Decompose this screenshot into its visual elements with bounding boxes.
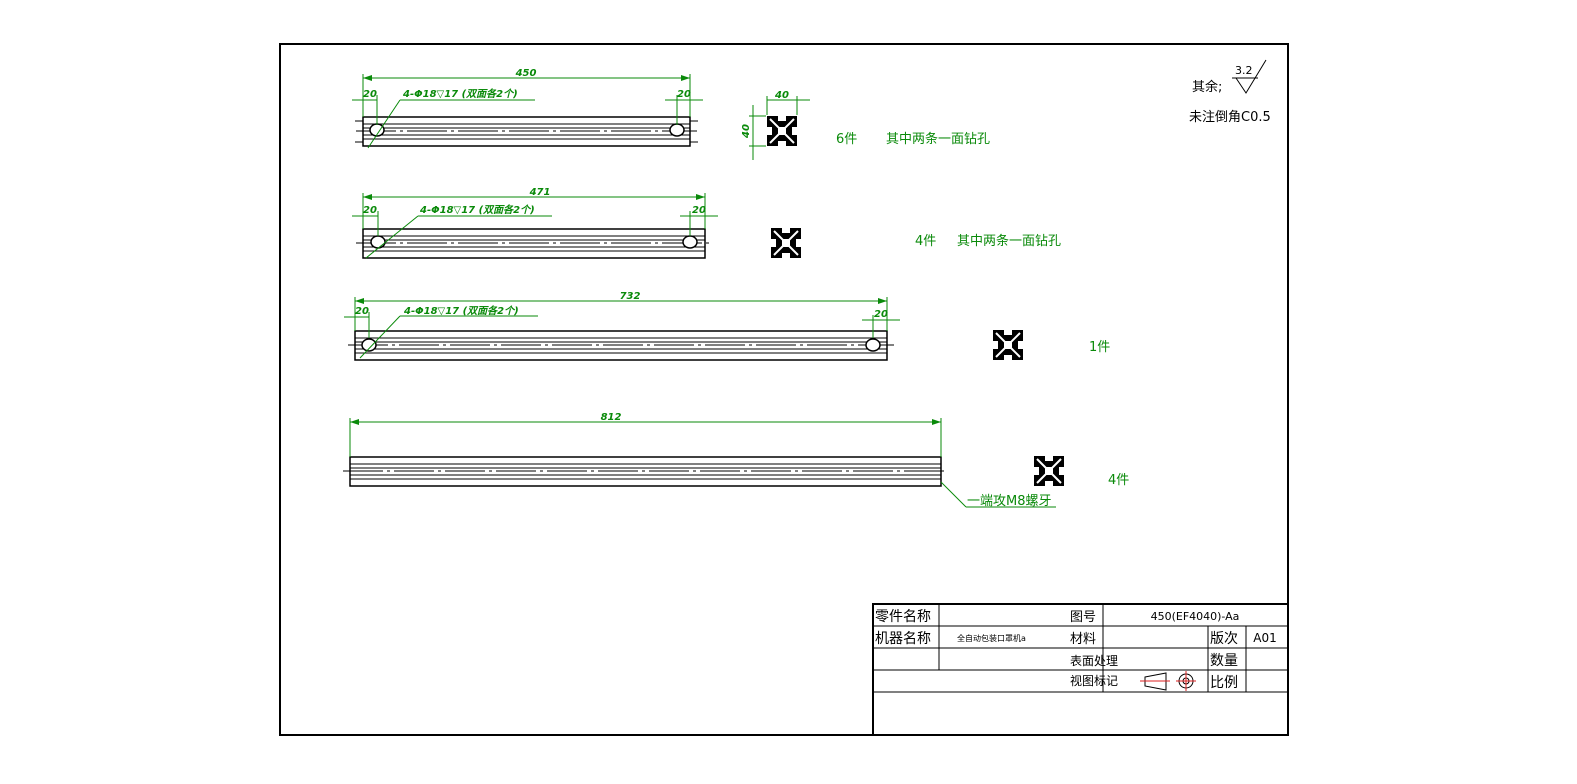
part-1-hole-note: 4-Φ18▽17 (双面各2个) bbox=[402, 88, 518, 100]
part-1-section: 40 40 bbox=[741, 90, 810, 160]
scale-label: 比例 bbox=[1210, 675, 1238, 691]
roughness-label: 其余; bbox=[1192, 79, 1222, 95]
part-2-quantity: 4件 bbox=[915, 234, 936, 249]
part-3-length-dim: 732 bbox=[620, 291, 641, 302]
part-1-dimensions: 450 20 20 4-Φ18▽17 (双面各2个) bbox=[352, 68, 703, 149]
part-4-end-note: 一端攻M8螺牙 bbox=[967, 494, 1052, 509]
part-4-quantity: 4件 bbox=[1108, 473, 1129, 488]
sheet-border bbox=[279, 43, 1289, 736]
part-4-dimensions: 812 一端攻M8螺牙 bbox=[349, 412, 1056, 509]
roughness-symbol-icon bbox=[1232, 59, 1267, 94]
chamfer-note: 未注倒角C0.5 bbox=[1189, 110, 1271, 125]
section-width-dim: 40 bbox=[774, 90, 789, 101]
profile-section-icon bbox=[767, 116, 797, 146]
part-1-length-dim: 450 bbox=[515, 68, 537, 79]
part-1-hole-right bbox=[669, 123, 685, 137]
profile-section-icon bbox=[771, 228, 801, 258]
section-height-dim: 40 bbox=[741, 124, 752, 139]
part-2-left-end-dim: 20 bbox=[363, 205, 377, 216]
surface-treatment-label: 表面处理 bbox=[1070, 654, 1118, 668]
part-4-length-dim: 812 bbox=[601, 412, 622, 423]
part-name-label: 零件名称 bbox=[875, 609, 931, 625]
title-block: 零件名称 图号 450(EF4040)-Aa 机器名称 全自动包装口罩机a 材料… bbox=[872, 603, 1289, 736]
machine-name-value: 全自动包装口罩机a bbox=[957, 633, 1026, 643]
part-3-hole-note: 4-Φ18▽17 (双面各2个) bbox=[403, 305, 519, 317]
part-2-bar bbox=[356, 228, 712, 259]
roughness-value: 3.2 bbox=[1235, 64, 1253, 77]
machine-name-label: 机器名称 bbox=[875, 631, 931, 647]
part-2-hole-left bbox=[370, 235, 386, 249]
part-2-dimensions: 471 20 20 4-Φ18▽17 (双面各2个) bbox=[352, 187, 718, 259]
part-3-left-end-dim: 20 bbox=[355, 306, 369, 317]
part-1-remark: 其中两条一面钻孔 bbox=[886, 131, 990, 147]
part-1-bar bbox=[355, 116, 698, 147]
quantity-label: 数量 bbox=[1210, 653, 1238, 669]
drawing-no-value: 450(EF4040)-Aa bbox=[1151, 610, 1240, 623]
part-2-right-end-dim: 20 bbox=[692, 205, 706, 216]
part-2-hole-right bbox=[682, 235, 698, 249]
part-1-right-end-dim: 20 bbox=[677, 89, 691, 100]
profile-section-icon bbox=[1034, 456, 1064, 486]
part-2-length-dim: 471 bbox=[529, 187, 551, 198]
version-label: 版次 bbox=[1210, 631, 1238, 647]
part-2-remark: 其中两条一面钻孔 bbox=[957, 233, 1061, 249]
part-4-bar bbox=[343, 456, 948, 487]
profile-section-icon bbox=[993, 330, 1023, 360]
drawing-no-label: 图号 bbox=[1070, 610, 1096, 625]
part-2-hole-note: 4-Φ18▽17 (双面各2个) bbox=[419, 204, 535, 216]
part-3-bar bbox=[348, 330, 894, 361]
version-value: A01 bbox=[1253, 631, 1276, 645]
part-3-quantity: 1件 bbox=[1089, 340, 1110, 355]
part-3-hole-right bbox=[865, 338, 881, 352]
part-3-dimensions: 732 20 20 4-Φ18▽17 (双面各2个) bbox=[344, 291, 900, 359]
material-label: 材料 bbox=[1070, 632, 1096, 647]
surface-roughness-note: 其余; 3.2 未注倒角C0.5 bbox=[1189, 59, 1271, 125]
part-1-left-end-dim: 20 bbox=[363, 89, 377, 100]
part-3-hole-left bbox=[361, 338, 377, 352]
part-3-right-end-dim: 20 bbox=[874, 309, 888, 320]
part-1-quantity: 6件 bbox=[836, 132, 857, 147]
view-mark-label: 视图标记 bbox=[1070, 673, 1118, 688]
projection-symbol-icon bbox=[1140, 671, 1196, 691]
